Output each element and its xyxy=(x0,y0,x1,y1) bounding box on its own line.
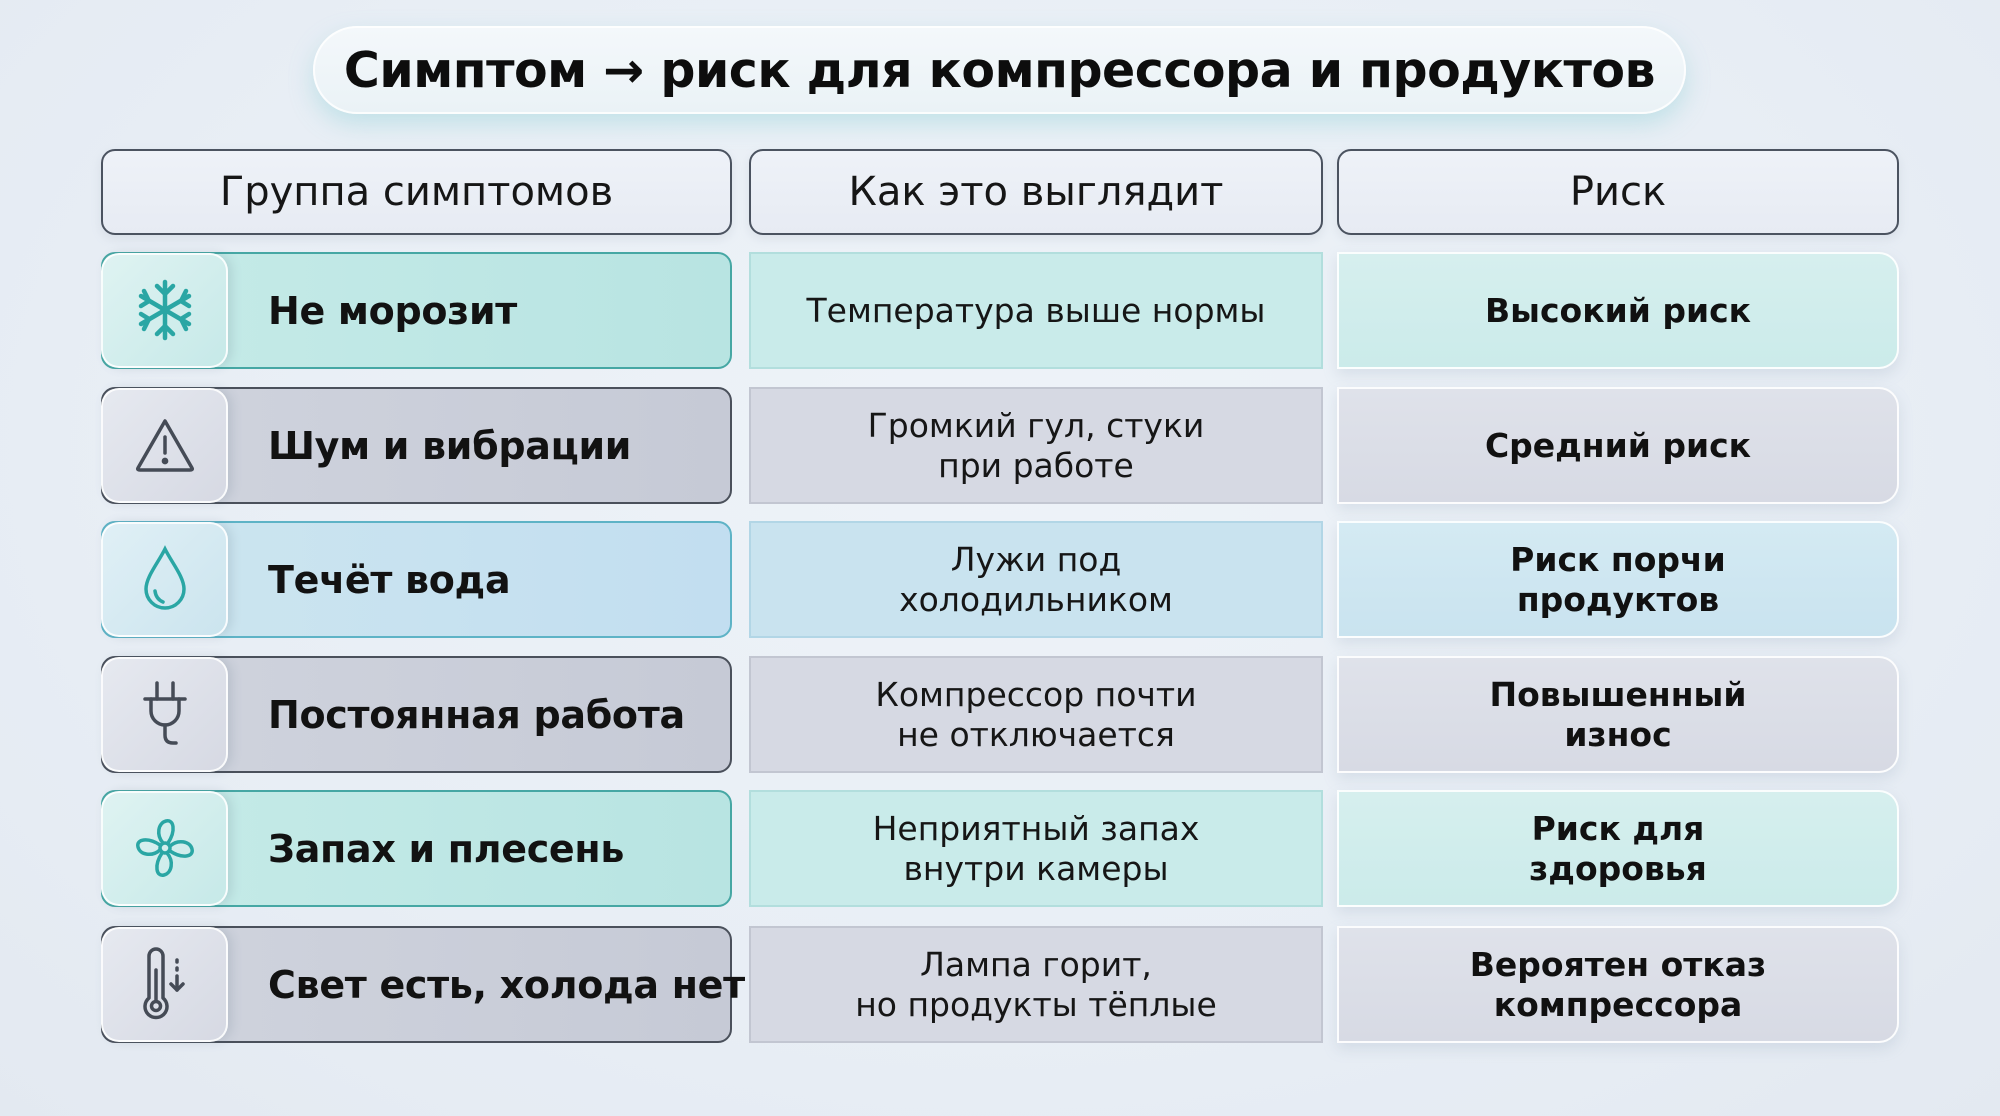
risk-text: Вероятен отказ компрессора xyxy=(1469,944,1767,1024)
column-header-risk: Риск xyxy=(1337,149,1899,235)
table-row-symptom: Не морозит xyxy=(101,252,732,369)
table-row-risk: Риск порчи продуктов xyxy=(1337,521,1899,638)
symptom-label: Течёт вода xyxy=(268,557,511,602)
table-row-symptom: Постоянная работа xyxy=(101,656,732,773)
column-header-appearance: Как это выглядит xyxy=(749,149,1323,235)
table-row-description: Неприятный запах внутри камеры xyxy=(749,790,1323,907)
table-row-symptom: Запах и плесень xyxy=(101,790,732,907)
power-plug-icon xyxy=(140,679,190,749)
table-row-description: Лужи под холодильником xyxy=(749,521,1323,638)
column-header-label: Группа симптомов xyxy=(219,169,614,215)
description-text: Неприятный запах внутри камеры xyxy=(872,808,1200,888)
warning-triangle-icon xyxy=(134,417,196,473)
table-row-description: Компрессор почти не отключается xyxy=(749,656,1323,773)
title-banner: Симптом → риск для компрессора и продукт… xyxy=(313,26,1686,114)
snowflake-icon xyxy=(135,278,195,342)
icon-tile xyxy=(101,387,228,503)
icon-tile xyxy=(101,521,228,637)
description-text: Температура выше нормы xyxy=(806,290,1266,330)
table-row-risk: Повышенный износ xyxy=(1337,656,1899,773)
symptom-label: Запах и плесень xyxy=(268,826,625,871)
description-text: Компрессор почти не отключается xyxy=(875,674,1197,754)
icon-tile xyxy=(101,252,228,368)
table-row-symptom: Свет есть, холода нет xyxy=(101,926,745,1043)
table-row-symptom: Шум и вибрации xyxy=(101,387,732,504)
water-drop-icon xyxy=(140,545,190,613)
symptom-label: Свет есть, холода нет xyxy=(268,962,745,1007)
description-text: Лужи под холодильником xyxy=(899,539,1173,619)
table-row-risk: Вероятен отказ компрессора xyxy=(1337,926,1899,1043)
thermometer-down-icon xyxy=(137,946,193,1022)
table-row-risk: Высокий риск xyxy=(1337,252,1899,369)
description-text: Лампа горит, но продукты тёплые xyxy=(855,944,1217,1024)
column-header-symptom-group: Группа симптомов xyxy=(101,149,732,235)
fan-icon xyxy=(132,815,198,881)
column-header-label: Как это выглядит xyxy=(848,169,1224,215)
table-row-description: Громкий гул, стуки при работе xyxy=(749,387,1323,504)
description-text: Громкий гул, стуки при работе xyxy=(867,405,1205,485)
symptom-label: Постоянная работа xyxy=(268,692,685,737)
symptom-label: Шум и вибрации xyxy=(268,423,632,468)
table-row-symptom: Течёт вода xyxy=(101,521,732,638)
page-title: Симптом → риск для компрессора и продукт… xyxy=(343,41,1656,99)
icon-tile xyxy=(101,790,228,906)
table-row-risk: Средний риск xyxy=(1337,387,1899,504)
risk-text: Риск порчи продуктов xyxy=(1510,539,1726,619)
icon-tile xyxy=(101,656,228,772)
icon-tile xyxy=(101,926,228,1042)
table-row-description: Лампа горит, но продукты тёплые xyxy=(749,926,1323,1043)
symptom-label: Не морозит xyxy=(268,288,518,333)
risk-text: Риск для здоровья xyxy=(1529,808,1707,888)
risk-text: Средний риск xyxy=(1484,425,1752,465)
table-row-risk: Риск для здоровья xyxy=(1337,790,1899,907)
table-row-description: Температура выше нормы xyxy=(749,252,1323,369)
column-header-label: Риск xyxy=(1569,169,1667,215)
risk-text: Повышенный износ xyxy=(1489,674,1747,754)
risk-text: Высокий риск xyxy=(1484,290,1752,330)
